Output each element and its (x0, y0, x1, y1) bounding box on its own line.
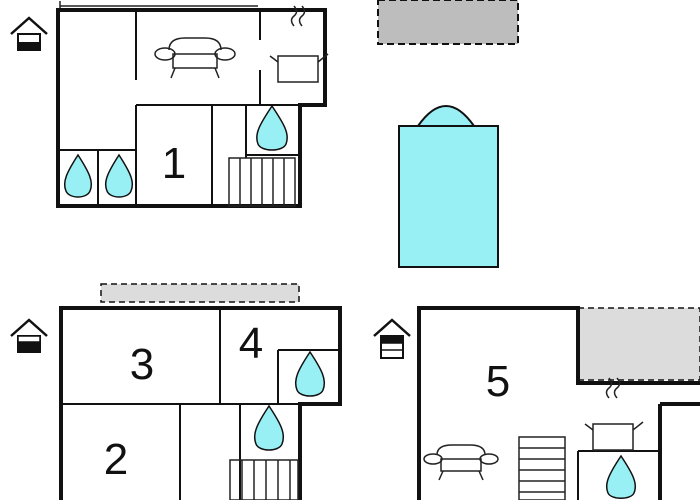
room-number-3: 3 (130, 340, 154, 389)
water-drop-icon (253, 404, 285, 451)
cooking-pot-icon (584, 377, 644, 451)
water-drop-icon (605, 454, 637, 499)
stairs-icon (518, 436, 566, 500)
room-number-5: 5 (486, 357, 510, 406)
house-level-icon (10, 318, 48, 353)
cooking-pot-icon (269, 5, 329, 83)
water-drop-icon (104, 153, 134, 198)
terrace (100, 283, 300, 303)
stairs-icon (229, 459, 299, 500)
water-drop-icon (294, 350, 326, 397)
floor-plan-ground: 1 (56, 1, 329, 208)
sofa-icon (423, 444, 499, 481)
outer-wall (59, 306, 342, 500)
outer-wall (417, 306, 700, 500)
floor-plan-first: 3 4 2 (59, 283, 342, 500)
stairs-icon (228, 157, 296, 207)
water-drop-icon (256, 104, 288, 151)
house-level-icon (10, 16, 48, 51)
room-number-2: 2 (104, 435, 128, 484)
water-drop-icon (63, 153, 93, 198)
terrace (577, 307, 700, 381)
swimming-pool (398, 105, 499, 268)
floor-plan-top: 5 (417, 306, 700, 500)
sofa-icon (154, 37, 236, 79)
terrace (377, 0, 519, 45)
room-number-4: 4 (239, 319, 263, 368)
house-level-icon (373, 318, 411, 359)
room-number-1: 1 (162, 139, 186, 188)
